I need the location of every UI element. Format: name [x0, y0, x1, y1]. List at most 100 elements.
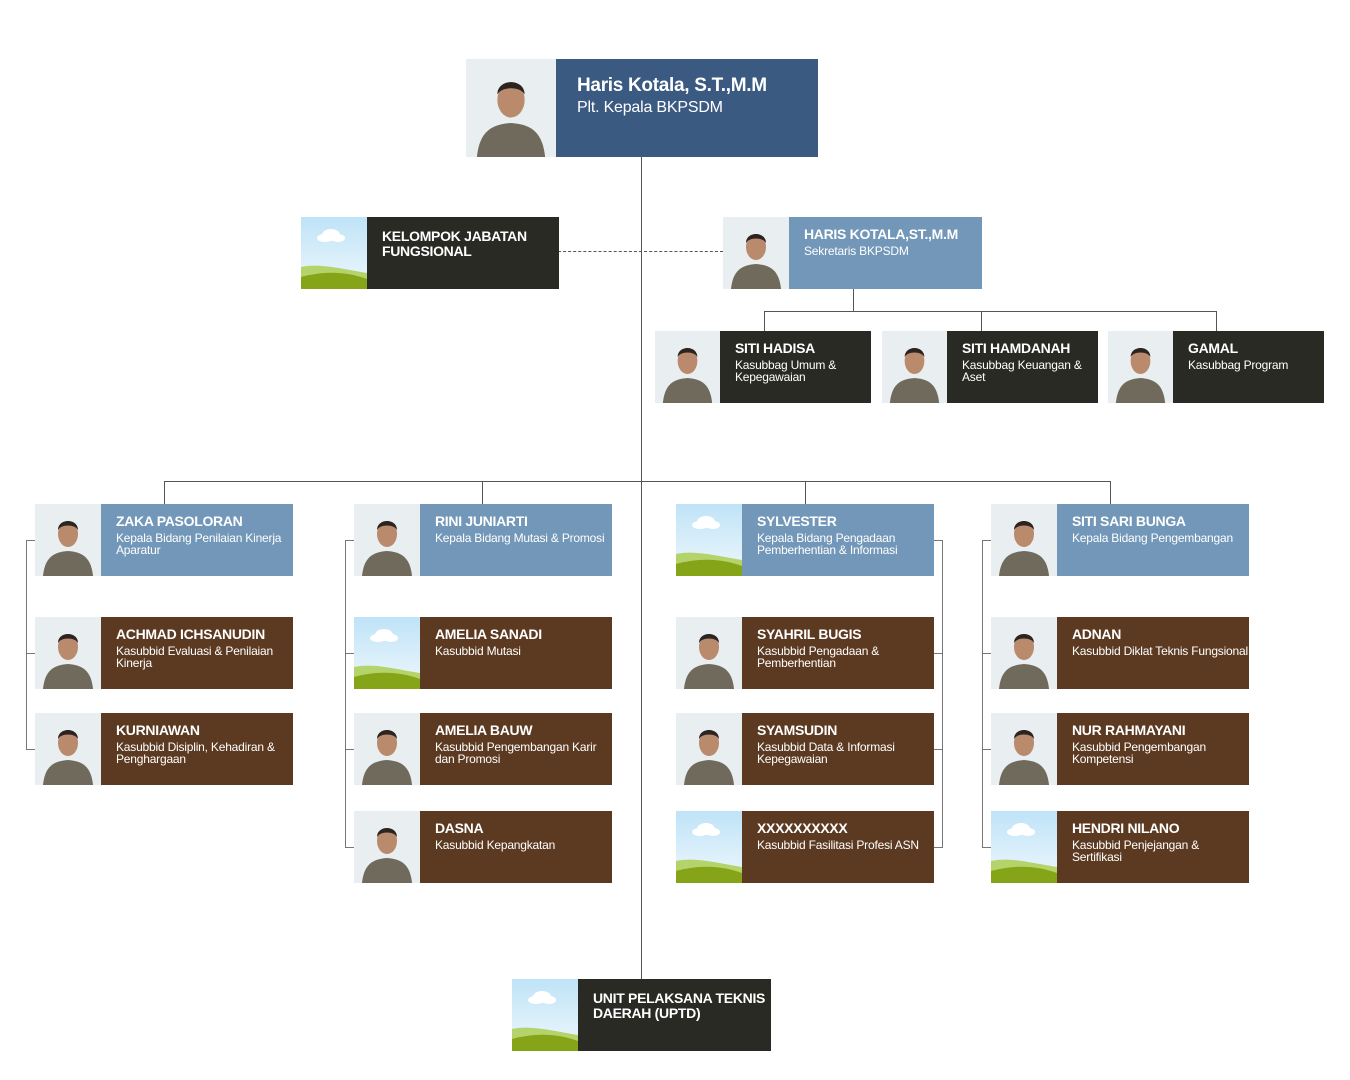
connector-kasubbag-drop [981, 311, 982, 331]
connector-bracket [345, 540, 354, 541]
connector-bracket [26, 749, 35, 750]
position-title: Kepala Bidang Penilaian Kinerja Aparatur [116, 530, 282, 558]
person-name: SYAHRIL BUGIS [757, 626, 862, 642]
placeholder-image-icon [354, 617, 420, 689]
connector-bracket [982, 653, 991, 654]
person-name: SYAMSUDIN [757, 722, 838, 738]
person-name: XXXXXXXXXX [757, 820, 848, 836]
connector-kasubbag-horizontal [764, 311, 1217, 312]
connector-bracket [26, 540, 27, 749]
connector-fungsional-dashed [558, 251, 723, 252]
connector-bracket [942, 540, 943, 847]
connector-bracket [26, 653, 35, 654]
connector-sekretaris-down [853, 289, 854, 311]
position-title: Kasubbid Diklat Teknis Fungsional [1072, 643, 1248, 658]
connector-bracket [934, 847, 943, 848]
card-uptd: UNIT PELAKSANA TEKNIS DAERAH (UPTD) [512, 979, 771, 1051]
person-name: KELOMPOK JABATAN FUNGSIONAL [382, 228, 527, 259]
position-title: Kasubbid Disiplin, Kehadiran & Pengharga… [116, 739, 275, 767]
card-text: KELOMPOK JABATAN FUNGSIONAL [367, 217, 559, 289]
person-name: ZAKA PASOLORAN [116, 513, 243, 529]
connector-bidang-drop [164, 481, 165, 504]
connector-main-vertical [641, 157, 642, 979]
position-title: Kasubbid Evaluasi & Penilaian Kinerja [116, 643, 273, 671]
placeholder-image-icon [301, 217, 367, 289]
connector-bidang-horizontal [164, 481, 1111, 482]
person-name: SYLVESTER [757, 513, 837, 529]
person-photo [723, 217, 789, 289]
person-photo [1108, 331, 1173, 403]
position-title: Kepala Bidang Pengembangan [1072, 530, 1233, 545]
connector-bracket [345, 540, 346, 847]
position-title: Kepala Bidang Mutasi & Promosi [435, 530, 605, 545]
position-title: Kasubbid Fasilitasi Profesi ASN [757, 837, 919, 852]
position-title: Kasubbag Program [1188, 357, 1289, 372]
person-name: SITI SARI BUNGA [1072, 513, 1186, 529]
connector-bidang-drop [482, 481, 483, 504]
person-photo [882, 331, 947, 403]
person-name: HENDRI NILANO [1072, 820, 1180, 836]
card-text: UNIT PELAKSANA TEKNIS DAERAH (UPTD) [578, 979, 771, 1051]
position-title: Kasubbid Data & Informasi Kepegawaian [757, 739, 895, 767]
connector-kasubbag-drop [764, 311, 765, 331]
person-photo [676, 713, 742, 785]
connector-bracket [982, 749, 991, 750]
person-photo [354, 504, 420, 576]
connector-bracket [345, 749, 354, 750]
connector-bracket [982, 847, 991, 848]
person-photo [354, 811, 420, 883]
person-name: ACHMAD ICHSANUDIN [116, 626, 265, 642]
position-title: Kasubbag Keuangan & Aset [962, 357, 1082, 385]
position-title: Kasubbid Pengembangan Karir dan Promosi [435, 739, 597, 767]
placeholder-image-icon [676, 811, 742, 883]
person-name: HARIS KOTALA,ST.,M.M [804, 226, 958, 242]
connector-kasubbag-drop [1216, 311, 1217, 331]
connector-bracket [345, 653, 354, 654]
connector-bracket [934, 749, 943, 750]
position-title: Kepala Bidang Pengadaan Pemberhentian & … [757, 530, 898, 558]
position-title: Kasubbid Mutasi [435, 643, 521, 658]
connector-bracket [982, 540, 983, 847]
person-name: UNIT PELAKSANA TEKNIS DAERAH (UPTD) [593, 990, 766, 1021]
position-title: Kasubbag Umum & Kepegawaian [735, 357, 837, 385]
placeholder-image-icon [676, 504, 742, 576]
connector-bidang-drop [805, 481, 806, 504]
position-title: Kasubbid Pengadaan & Pemberhentian [757, 643, 880, 671]
position-title: Kasubbid Pengembangan Kompetensi [1072, 739, 1206, 767]
person-name: SITI HADISA [735, 340, 815, 356]
connector-bracket [934, 653, 943, 654]
connector-bidang-drop [1110, 481, 1111, 504]
person-photo [354, 713, 420, 785]
person-photo [655, 331, 720, 403]
person-name: DASNA [435, 820, 484, 836]
